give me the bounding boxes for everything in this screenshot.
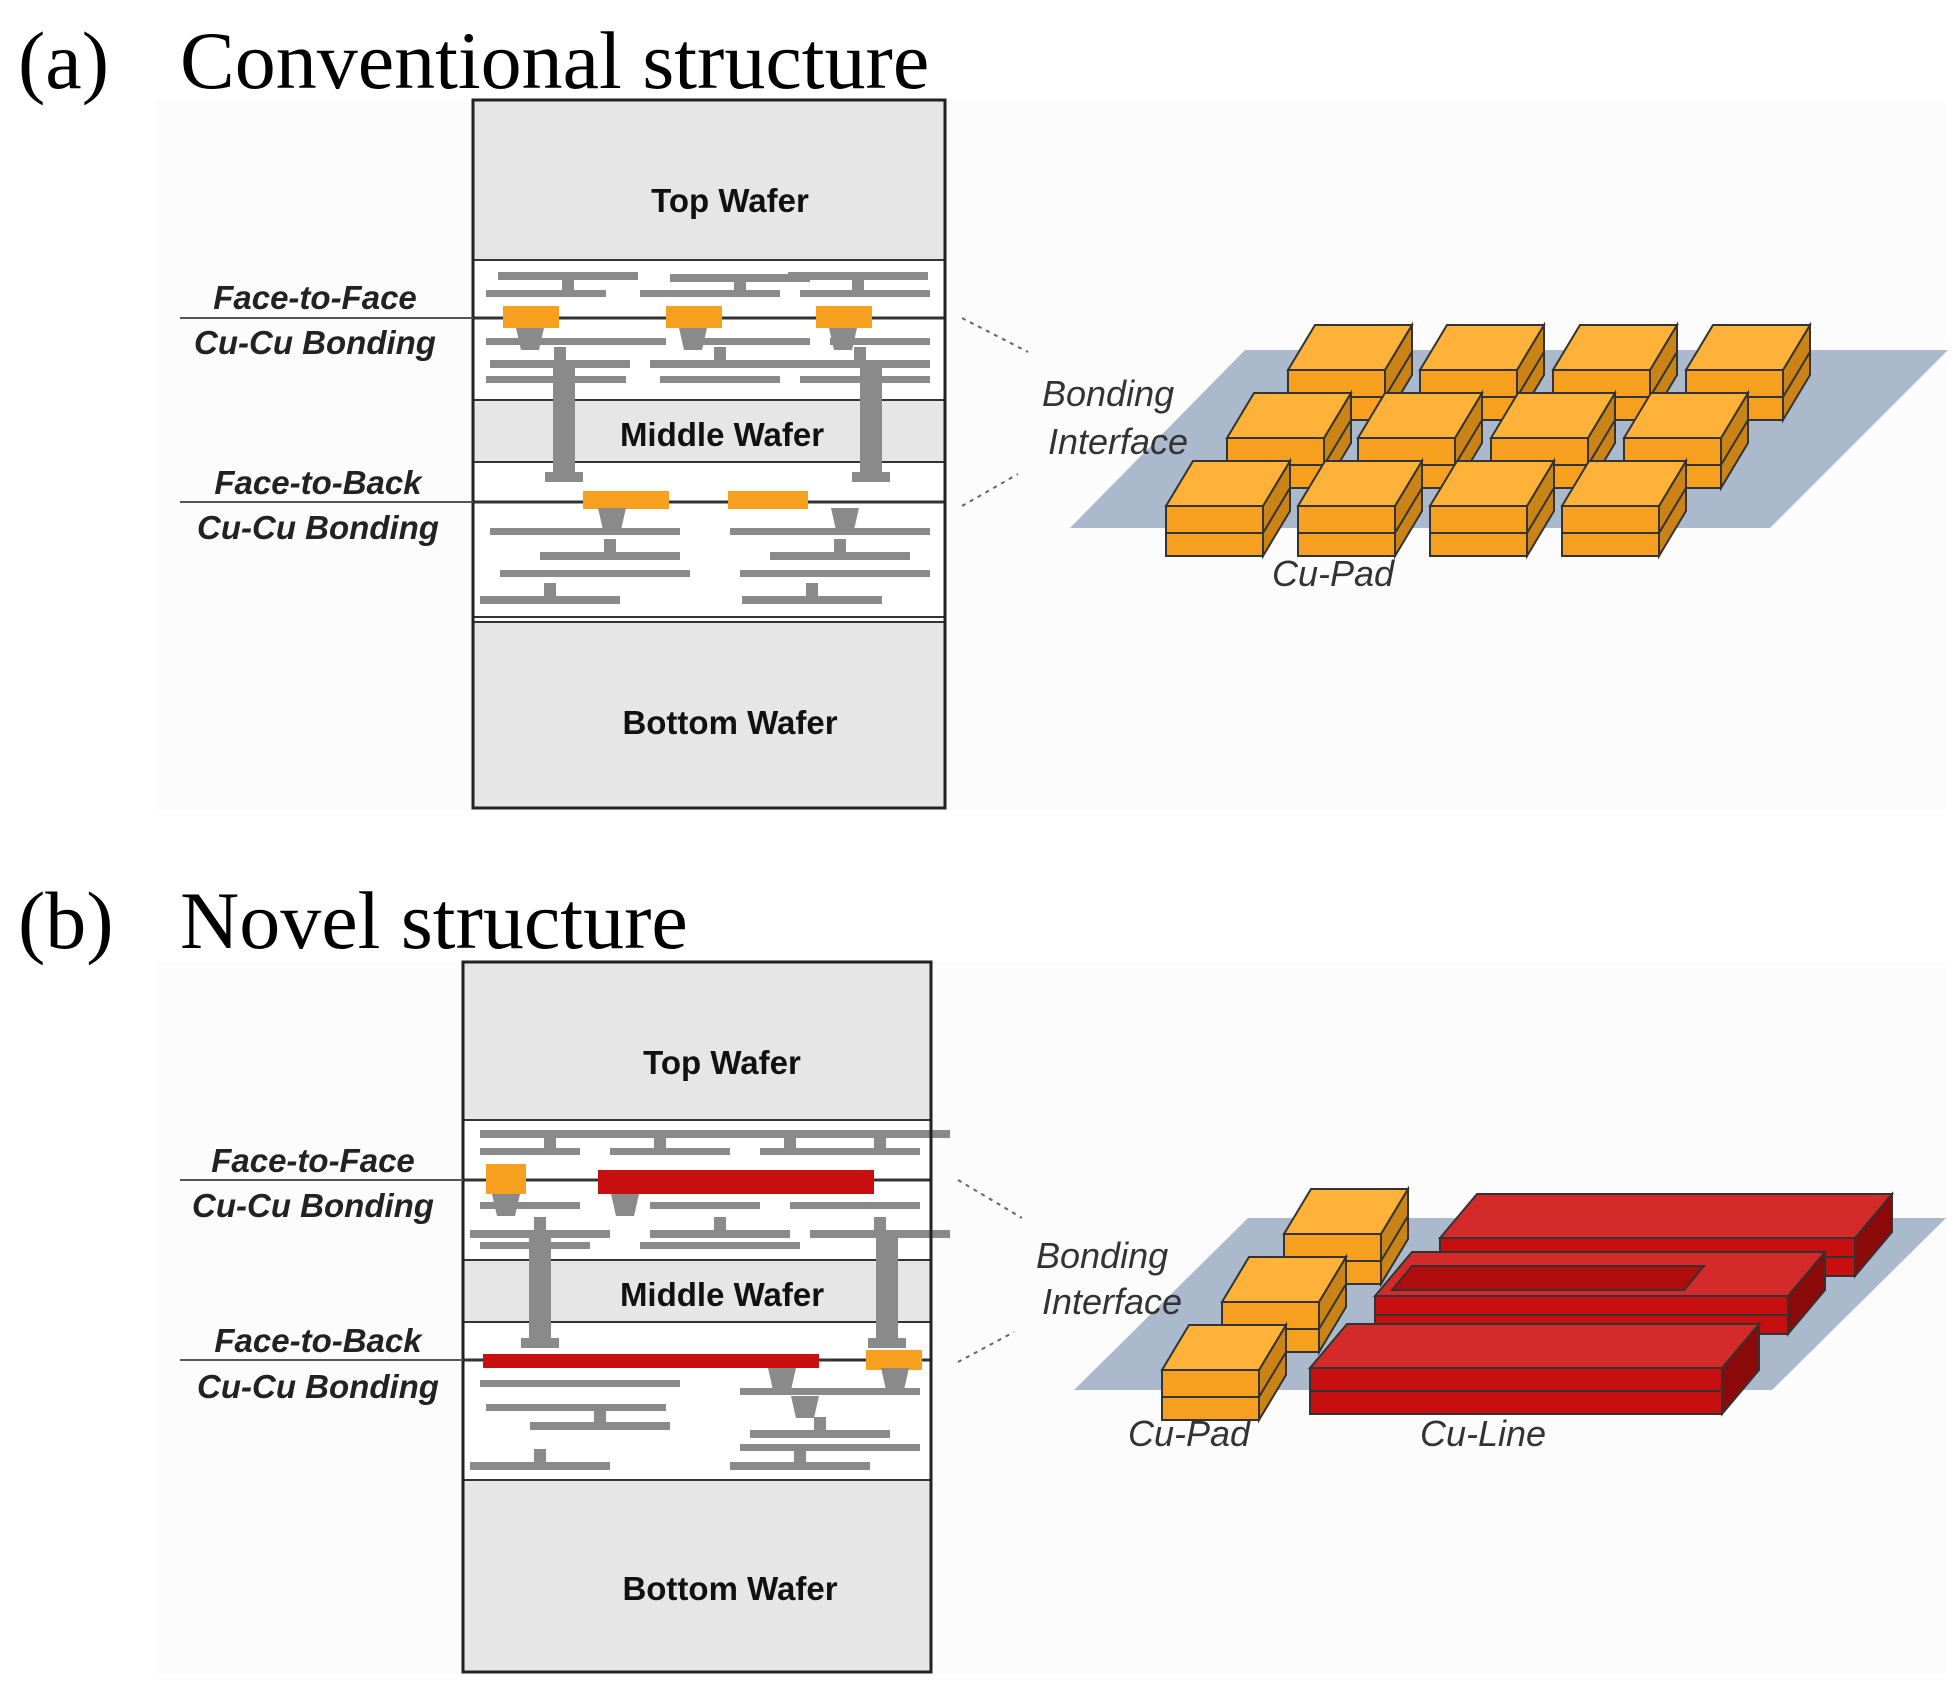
f2b-label-a: Face-to-Back xyxy=(214,464,423,501)
leader-line xyxy=(961,473,1019,507)
f2b-pad-b xyxy=(866,1350,922,1370)
bottom-wafer-label-b: Bottom Wafer xyxy=(622,1570,837,1607)
f2f-pad-b xyxy=(486,1164,526,1194)
cu-pad-label-a: Cu-Pad xyxy=(1272,553,1395,594)
leader-line xyxy=(957,1179,1023,1219)
wafer-stack-a xyxy=(471,98,947,810)
f2f-label-a: Face-to-Face xyxy=(213,279,417,316)
f2b-label-b: Face-to-Back xyxy=(214,1322,423,1359)
middle-wafer-label-b: Middle Wafer xyxy=(620,1276,824,1313)
panel-a: (a) Conventional structure xyxy=(18,15,1948,810)
bottom-wafer-b xyxy=(463,1480,931,1672)
f2b-bonding-label-a: Cu-Cu Bonding xyxy=(197,509,439,546)
f2b-pad-a xyxy=(583,491,669,509)
f2b-bonding-label-b: Cu-Cu Bonding xyxy=(197,1368,439,1405)
bottom-wafer-label-a: Bottom Wafer xyxy=(622,704,837,741)
bonding-label-a: Bonding xyxy=(1042,373,1174,414)
f2f-pad-a xyxy=(503,306,559,328)
f2f-bonding-label-b: Cu-Cu Bonding xyxy=(192,1187,434,1224)
f2f-cu-line-b xyxy=(598,1170,874,1194)
panel-a-tag: (a) xyxy=(18,15,109,106)
iso-pad-line-array-b xyxy=(1074,1188,1946,1421)
leader-line xyxy=(957,1331,1015,1363)
f2f-pad-a xyxy=(816,306,872,328)
f2f-pad-a xyxy=(666,306,722,328)
f2f-bonding-label-a: Cu-Cu Bonding xyxy=(194,324,436,361)
f2f-label-b: Face-to-Face xyxy=(211,1142,415,1179)
top-wafer-label-b: Top Wafer xyxy=(643,1044,801,1081)
top-wafer-label-a: Top Wafer xyxy=(651,182,809,219)
top-wafer-a xyxy=(473,100,945,260)
panel-b-title: Novel structure xyxy=(180,875,688,966)
f2b-cu-line-b xyxy=(483,1354,819,1368)
interface-label-a: Interface xyxy=(1048,421,1188,462)
iso-pad-array-a xyxy=(1070,324,1948,557)
cu-pad-label-b: Cu-Pad xyxy=(1128,1413,1251,1454)
panel-b-tag: (b) xyxy=(18,875,114,966)
panel-b: (b) Novel structure xyxy=(18,875,1946,1674)
leader-line xyxy=(961,317,1029,353)
interface-label-b: Interface xyxy=(1042,1281,1182,1322)
panel-a-title: Conventional structure xyxy=(180,15,929,106)
cu-line-bar xyxy=(1372,1249,1828,1337)
f2b-pad-a xyxy=(728,491,808,509)
middle-wafer-label-a: Middle Wafer xyxy=(620,416,824,453)
bonding-label-b: Bonding xyxy=(1036,1235,1168,1276)
cu-line-label-b: Cu-Line xyxy=(1420,1413,1546,1454)
bottom-wafer-a xyxy=(473,622,945,808)
cu-line-bar xyxy=(1307,1321,1762,1417)
wafer-stack-b xyxy=(461,960,950,1674)
top-wafer-b xyxy=(463,962,931,1120)
